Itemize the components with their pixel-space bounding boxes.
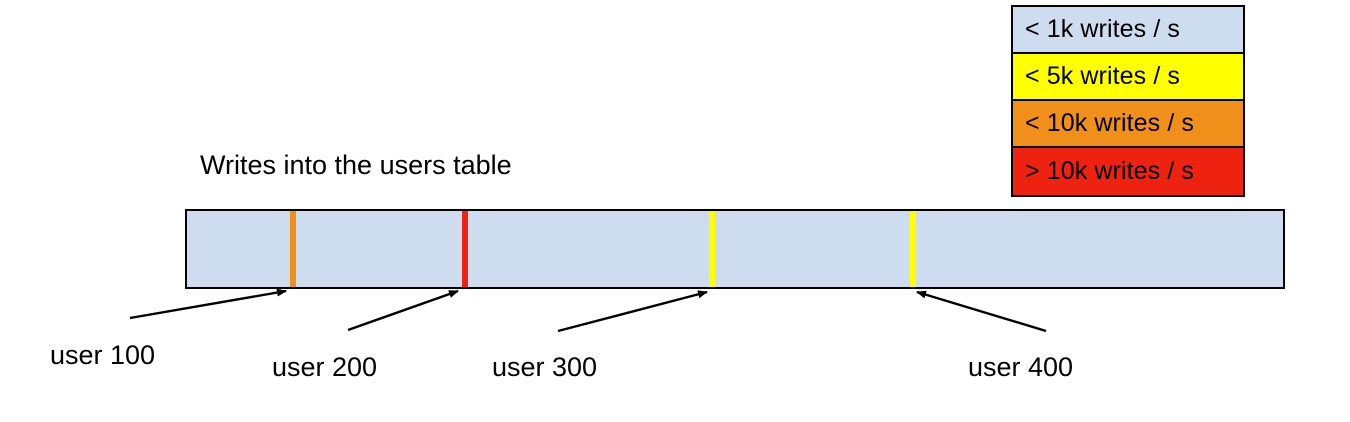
user-200-arrow (347, 289, 459, 332)
user-300-label: user 300 (492, 352, 598, 382)
user-400-label: user 400 (968, 352, 1074, 382)
legend-label-under-10k: < 10k writes / s (1025, 109, 1195, 137)
legend-row-over-10k: > 10k writes / s (1013, 148, 1243, 195)
legend-label-over-10k: > 10k writes / s (1025, 157, 1195, 185)
legend-label-under-5k: < 5k writes / s (1025, 62, 1181, 90)
legend-label-under-1k: < 1k writes / s (1025, 15, 1181, 43)
user-400-stripe (910, 211, 917, 287)
user-100-stripe (290, 211, 297, 287)
legend-row-under-1k: < 1k writes / s (1013, 7, 1243, 54)
legend: < 1k writes / s < 5k writes / s < 10k wr… (1011, 5, 1245, 197)
legend-row-under-10k: < 10k writes / s (1013, 101, 1243, 148)
user-300-arrow (557, 290, 708, 333)
user-100-arrow (129, 288, 287, 320)
legend-row-under-5k: < 5k writes / s (1013, 54, 1243, 101)
user-200-label: user 200 (272, 352, 378, 382)
user-100-label: user 100 (50, 340, 156, 370)
user-200-stripe (462, 211, 469, 287)
users-table-bar (185, 209, 1285, 289)
chart-title: Writes into the users table (200, 150, 512, 180)
user-400-arrow (916, 290, 1047, 333)
user-300-stripe (708, 211, 715, 287)
